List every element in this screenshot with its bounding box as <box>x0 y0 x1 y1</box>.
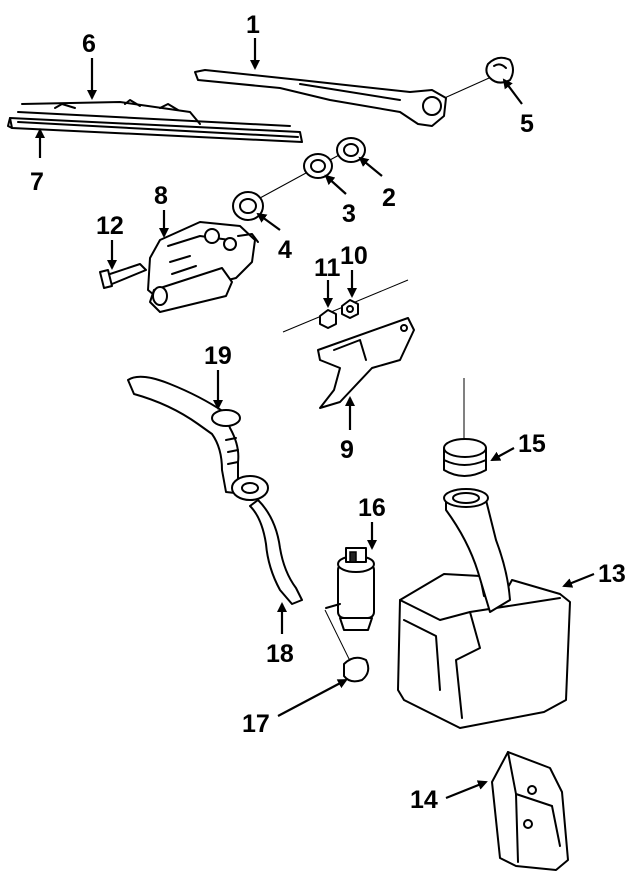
cap-part <box>485 56 514 84</box>
bushing-2 <box>336 137 366 163</box>
callout-labels: 1 2 3 4 5 6 7 8 9 10 11 12 13 14 15 16 1… <box>30 11 626 814</box>
callout-15: 15 <box>518 430 546 458</box>
bracket-14 <box>491 751 569 871</box>
washer-reservoir-13 <box>397 488 571 729</box>
nut-10 <box>341 299 359 319</box>
hose-19 <box>127 375 269 501</box>
callout-9: 9 <box>340 436 354 464</box>
wiper-blade <box>7 99 303 143</box>
callout-12: 12 <box>96 212 124 240</box>
callout-3: 3 <box>342 200 356 228</box>
bushing-3 <box>303 153 333 179</box>
bolt-12 <box>99 263 147 289</box>
leader-lines <box>35 38 595 800</box>
callout-14: 14 <box>410 786 438 814</box>
grommet-17 <box>343 656 370 683</box>
callout-5: 5 <box>520 110 534 138</box>
nut-11 <box>319 309 337 329</box>
grommet-4 <box>232 191 264 221</box>
bracket-9 <box>317 317 415 409</box>
callout-6: 6 <box>82 30 96 58</box>
wiper-arm <box>194 69 447 127</box>
washer-pump-16 <box>325 547 375 631</box>
callout-7: 7 <box>30 168 44 196</box>
callout-17: 17 <box>242 710 270 738</box>
reservoir-cap-15 <box>443 438 487 477</box>
hose-18 <box>249 499 303 605</box>
callout-4: 4 <box>278 236 292 264</box>
callout-18: 18 <box>266 640 294 668</box>
callout-8: 8 <box>154 182 168 210</box>
callout-10: 10 <box>340 242 368 270</box>
callout-13: 13 <box>598 560 626 588</box>
callout-2: 2 <box>382 184 396 212</box>
wiper-motor <box>147 221 259 313</box>
callout-19: 19 <box>204 342 232 370</box>
callout-16: 16 <box>358 494 386 522</box>
callout-1: 1 <box>246 11 260 39</box>
callout-11: 11 <box>314 254 341 282</box>
